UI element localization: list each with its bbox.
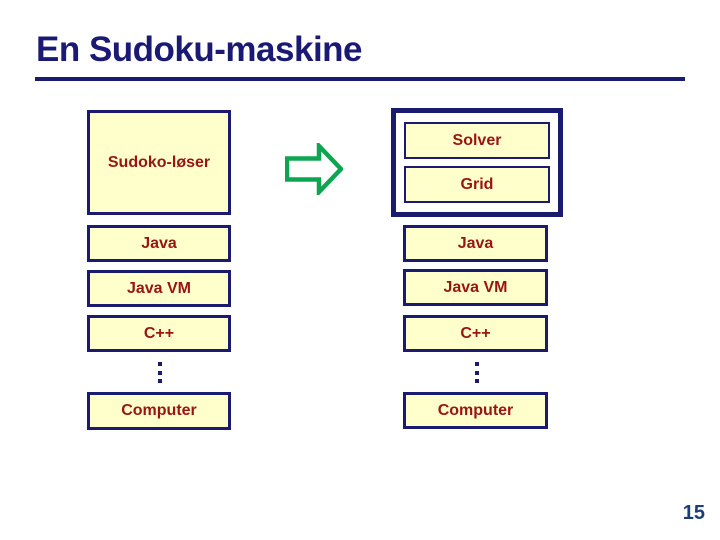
box-grid: Grid [404, 166, 550, 203]
vertical-ellipsis-icon [158, 362, 163, 383]
box-sudoko-loser: Sudoko-løser [87, 110, 231, 215]
solver-grid-container: Solver Grid [391, 108, 563, 217]
slide-title: En Sudoku-maskine [36, 30, 363, 69]
box-left-cpp: C++ [87, 315, 231, 352]
box-right-cpp: C++ [403, 315, 548, 352]
arrow-right-icon [285, 143, 343, 195]
box-right-computer: Computer [403, 392, 548, 429]
box-right-java-vm: Java VM [403, 269, 548, 306]
vertical-ellipsis-icon [475, 362, 480, 383]
box-left-java: Java [87, 225, 231, 262]
box-left-computer: Computer [87, 392, 231, 430]
box-solver: Solver [404, 122, 550, 159]
page-number: 15 [682, 502, 705, 524]
box-left-java-vm: Java VM [87, 270, 231, 307]
title-underline [35, 77, 685, 81]
box-right-java: Java [403, 225, 548, 262]
